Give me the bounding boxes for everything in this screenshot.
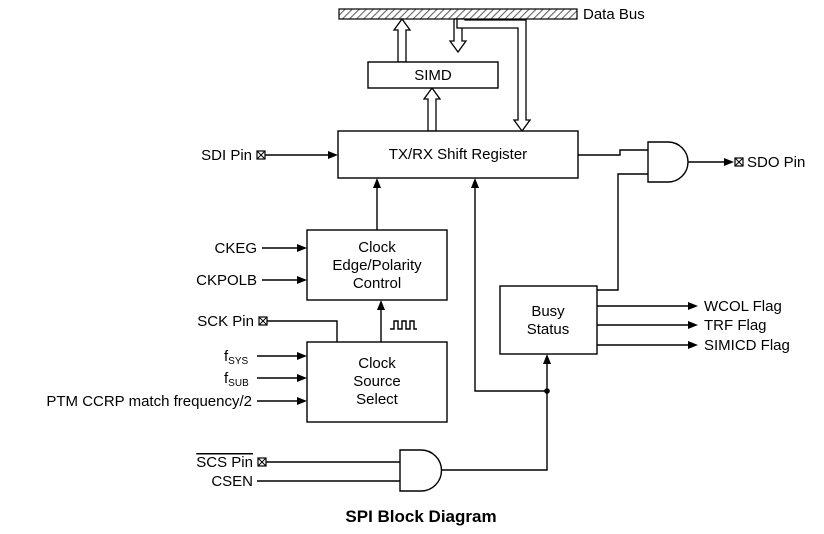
ckeg-label: CKEG <box>214 240 257 257</box>
clock-edge-polarity-block <box>306 229 448 301</box>
ckeg-arrowhead <box>297 244 307 252</box>
ckpolb-label: CKPOLB <box>196 272 257 289</box>
cs-to-shift-arrowhead <box>471 178 479 188</box>
junction-dot <box>544 388 550 394</box>
clock-edge-label-line2: Edge/Polarity <box>332 257 422 274</box>
ptm-ccrp-label: PTM CCRP match frequency/2 <box>46 393 252 410</box>
clock-edge-to-shift-arrowhead <box>373 178 381 188</box>
clock-source-to-edge-arrowhead <box>377 300 385 310</box>
sdo-pin-marker <box>734 157 744 167</box>
fsub-arrowhead <box>297 374 307 382</box>
shift-register-label: TX/RX Shift Register <box>389 146 527 163</box>
busy-status-label-line2: Status <box>527 321 570 338</box>
fsys-arrowhead <box>297 352 307 360</box>
csen-label: CSEN <box>211 473 253 490</box>
clock-source-label-line2: Source <box>353 373 401 390</box>
sck-pin-label: SCK Pin <box>197 313 254 330</box>
data-bus <box>338 8 578 20</box>
fsub-label: fSUB <box>224 370 249 389</box>
busy-status-block <box>499 285 598 355</box>
clock-source-label-line1: Clock <box>358 355 396 372</box>
simd-label: SIMD <box>414 67 452 84</box>
scs-pin-label: SCS Pin <box>196 454 253 471</box>
trf-flag-label: TRF Flag <box>704 317 767 334</box>
bus-to-shift-register-arrow <box>456 18 532 133</box>
sdi-pin-label: SDI Pin <box>201 147 252 164</box>
shift-register-to-simd-arrow <box>422 86 442 132</box>
fsys-label: fSYS <box>224 348 249 367</box>
sdo-and-gate <box>647 141 689 183</box>
simd-block <box>367 61 499 89</box>
scs-and-gate <box>399 449 443 492</box>
clock-edge-label-line3: Control <box>353 275 401 292</box>
shift-register-block <box>337 130 579 179</box>
sck-pin-marker <box>258 316 268 326</box>
clock-source-select-block <box>306 341 448 423</box>
clock-pulse-symbol <box>390 320 417 330</box>
wcol-flag-label: WCOL Flag <box>704 298 782 315</box>
simd-to-bus-arrow <box>392 17 412 63</box>
wcol-arrowhead <box>688 302 698 310</box>
sdi-arrowhead <box>328 151 338 159</box>
diagram-title: SPI Block Diagram <box>345 507 496 526</box>
clock-edge-label-line1: Clock <box>358 239 396 256</box>
busy-status-label-line1: Busy <box>531 303 565 320</box>
simicd-arrowhead <box>688 341 698 349</box>
ptm-arrowhead <box>297 397 307 405</box>
scs-pin-marker <box>257 457 267 467</box>
simicd-flag-label: SIMICD Flag <box>704 337 790 354</box>
cs-to-busy-arrowhead <box>543 354 551 364</box>
data-bus-label: Data Bus <box>583 6 645 23</box>
sdi-pin-marker <box>256 150 266 160</box>
trf-arrowhead <box>688 321 698 329</box>
sdo-arrowhead <box>724 158 734 166</box>
sdo-pin-label: SDO Pin <box>747 154 805 171</box>
ckpolb-arrowhead <box>297 276 307 284</box>
clock-source-label-line3: Select <box>356 391 399 408</box>
